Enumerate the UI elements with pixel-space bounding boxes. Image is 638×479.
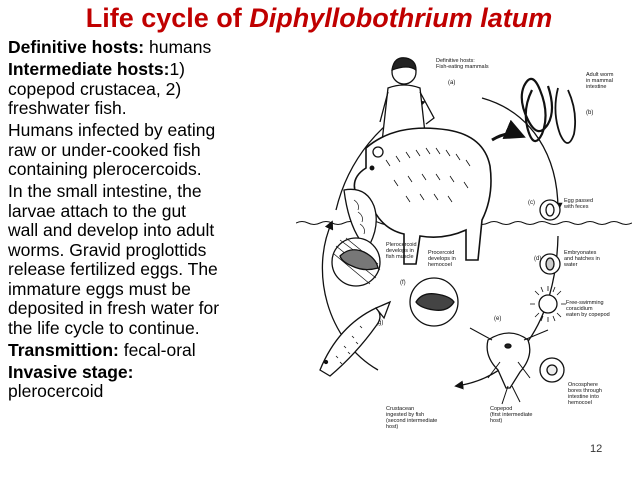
life-cycle-diagram: Definitive hosts: Fish-eating mammals (a…	[296, 57, 632, 430]
copepod-figure	[469, 327, 549, 405]
small-fish-spots	[335, 325, 363, 365]
adult-worm-coil	[554, 87, 577, 144]
infection-line: Humans infected by eating	[8, 120, 216, 140]
adult-worm-figure	[520, 77, 577, 144]
copepod-antennae	[469, 327, 549, 405]
intermediate-hosts-line: copepod crustacea, 2)	[8, 78, 182, 99]
intermediate-hosts-value: 1)	[169, 59, 185, 79]
definitive-hosts-label: Definitive hosts:	[8, 37, 145, 57]
title-prefix: Life cycle of	[85, 3, 250, 33]
child-arm	[379, 91, 389, 123]
development-block: In the small intestine, the larvae attac…	[8, 181, 298, 338]
embryonates-label: Embryonates and hatches in water	[563, 250, 601, 268]
crustacean-label: Crustacean ingested by fish (second inte…	[386, 406, 439, 430]
intermediate-hosts-block: Intermediate hosts:1) copepod crustacea,…	[8, 59, 298, 119]
copepod-body	[486, 332, 531, 389]
transmission-label: Transmittion:	[8, 339, 119, 360]
oncosphere-label: Oncosphere bores through intestine into …	[568, 382, 603, 406]
intermediate-hosts-line: freshwater fish.	[8, 98, 127, 118]
coracidium-body	[538, 294, 558, 314]
title-species: Diphyllobothrium latum	[249, 3, 553, 33]
adult-worm-coil	[520, 77, 554, 143]
egg-passed-label: Egg passed with feces	[563, 198, 595, 210]
stage-e-label: (e)	[494, 316, 501, 322]
arrow-bear-to-worm	[491, 119, 526, 142]
stage-f-label: (f)	[400, 280, 406, 286]
bear-fur-texture	[385, 147, 471, 203]
development-line: larvae attach to the gut	[8, 200, 187, 221]
small-fish-figure	[319, 300, 392, 377]
stage-d-label: (d)	[534, 256, 541, 262]
stage-a-label: (a)	[448, 80, 455, 86]
invasive-stage-block: Invasive stage: plerocercoid	[8, 361, 298, 402]
plerocercoid-larva	[339, 249, 379, 271]
stage-c-label: (c)	[528, 200, 535, 206]
infection-line: raw or under-cooked fish	[8, 139, 201, 160]
slide-title: Life cycle of Diphyllobothrium latum	[0, 2, 638, 34]
plerocercoid-label: Plerocercoid develops in fish muscle	[386, 242, 418, 260]
free-swimming-label: Free-swimming coracidium eaten by copepo…	[566, 300, 610, 318]
definitive-host-label: Definitive hosts: Fish-eating mammals	[436, 58, 489, 70]
development-line: wall and develop into adult	[8, 220, 215, 240]
development-line: worms. Gravid proglottids	[8, 239, 207, 260]
stage-b-label: (b)	[586, 110, 593, 116]
caught-fish	[343, 188, 377, 256]
development-line: the life cycle to continue.	[8, 317, 200, 338]
bear-figure	[353, 127, 492, 265]
child-hair	[391, 57, 417, 72]
slide-number: 12	[590, 443, 603, 455]
invasive-stage-value: plerocercoid	[8, 381, 104, 401]
infection-block: Humans infected by eating raw or under-c…	[8, 120, 298, 180]
oncosphere-icon	[546, 364, 558, 376]
embryonated-egg-icon	[545, 257, 555, 271]
bear-eye	[369, 165, 375, 171]
adult-worm-label: Adult worm in mammal intestine	[586, 72, 615, 90]
procercoid-label: Procercoid develops in hemocoel	[428, 250, 457, 268]
development-line: release fertilized eggs. The	[8, 259, 218, 279]
coracidium-cilia	[530, 286, 566, 322]
text-panel: Definitive hosts: humans Intermediate ho…	[8, 37, 298, 404]
egg-icon	[545, 203, 555, 217]
small-fish-body	[319, 307, 381, 377]
bear-ear	[372, 146, 384, 158]
child-arm	[419, 91, 435, 125]
transmission-value: fecal-oral	[118, 339, 196, 360]
invasive-stage-label: Invasive stage:	[8, 361, 134, 382]
transmission-block: Transmittion: fecal-oral	[8, 339, 298, 361]
small-fish-eye	[323, 359, 329, 365]
development-line: In the small intestine, the	[8, 181, 202, 201]
intermediate-hosts-label: Intermediate hosts:	[8, 59, 170, 79]
copepod-label: Copepod (first intermediate host)	[490, 406, 534, 424]
cycle-arrow-left	[321, 220, 379, 371]
procercoid-larva	[415, 293, 455, 311]
definitive-hosts-value: humans	[144, 37, 212, 57]
caught-fish-scales	[353, 199, 365, 235]
copepod-eye	[504, 343, 512, 349]
definitive-hosts-block: Definitive hosts: humans	[8, 37, 298, 58]
development-line: immature eggs must be	[8, 278, 191, 299]
development-line: deposited in fresh water for	[8, 298, 220, 318]
stage-g-label: (g)	[376, 320, 383, 326]
coracidium-figure	[530, 286, 566, 322]
infection-line: containing plerocercoids.	[8, 159, 202, 179]
small-fish-tail	[374, 300, 392, 320]
